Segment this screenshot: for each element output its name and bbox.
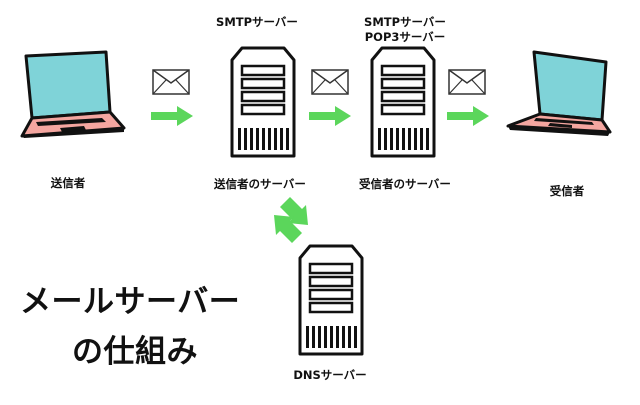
- smtp-server-label: SMTPサーバー: [216, 15, 298, 29]
- arrow-right-icon: [151, 106, 193, 126]
- sender-server-icon: [230, 46, 296, 158]
- envelope-icon: [448, 69, 486, 95]
- dns-server-label: DNSサーバー: [293, 368, 367, 382]
- envelope-icon: [152, 69, 190, 95]
- dns-server-icon: [298, 244, 364, 356]
- sender-label: 送信者: [50, 176, 86, 190]
- receiver-server-label: 受信者のサーバー: [359, 177, 451, 191]
- envelope-icon: [311, 69, 349, 95]
- smtp-pop3-server-label-line2: POP3サーバー: [364, 30, 446, 44]
- receiver-label: 受信者: [549, 184, 585, 198]
- smtp-pop3-server-label-line1: SMTPサーバー: [364, 15, 446, 29]
- diagram-title-line1: メールサーバー: [20, 284, 241, 320]
- receiver-laptop-icon: [506, 48, 618, 138]
- diagram-title-line2: の仕組み: [72, 334, 198, 370]
- arrow-right-icon: [447, 106, 489, 126]
- receiver-server-icon: [370, 46, 436, 158]
- arrow-right-icon: [309, 106, 351, 126]
- sender-server-label: 送信者のサーバー: [214, 177, 306, 191]
- sender-laptop-icon: [14, 48, 126, 138]
- bidirectional-arrows-icon: [262, 195, 320, 245]
